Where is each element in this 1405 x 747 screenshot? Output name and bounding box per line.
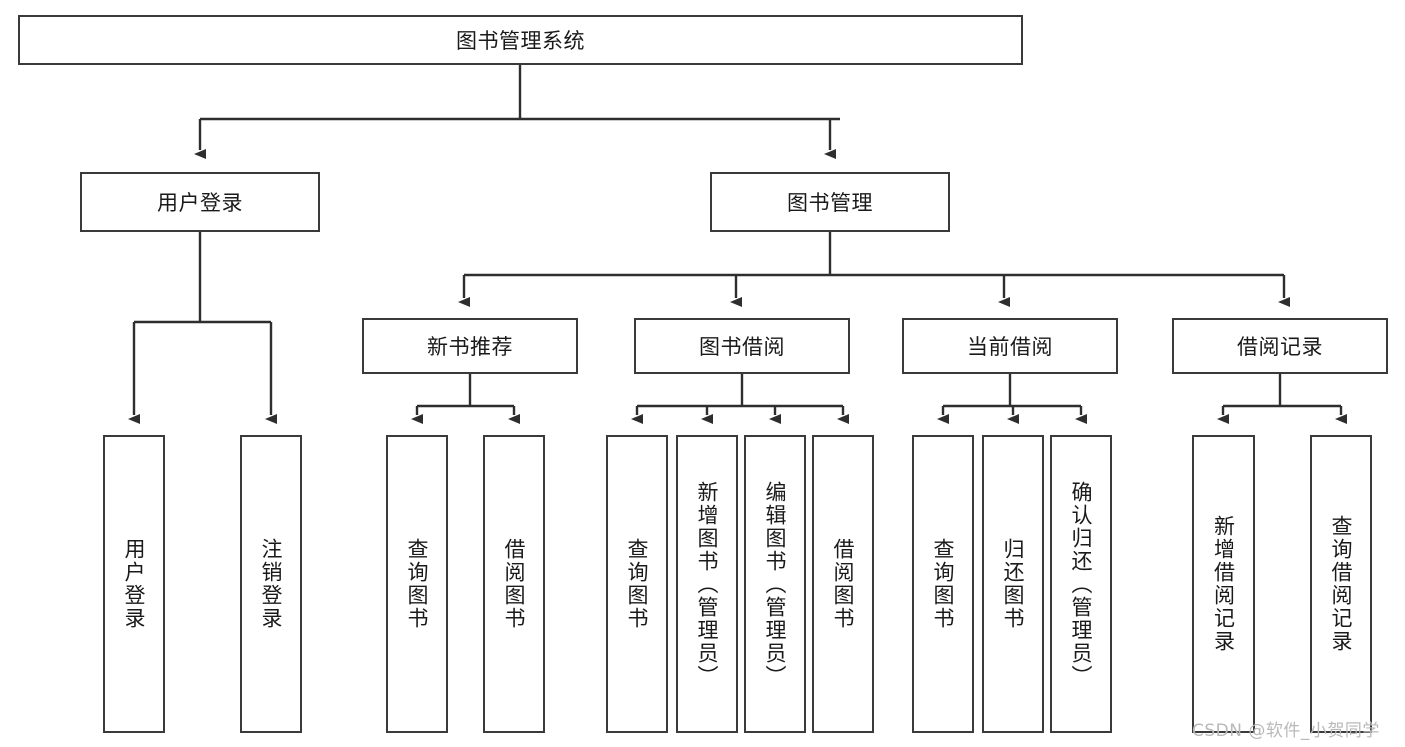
node-leaf-borrow-book-rec[interactable]: 借阅图书 xyxy=(483,435,545,733)
node-leaf-confirm-return-label: 确认归还（管理员） xyxy=(1069,480,1094,688)
node-leaf-user-logout[interactable]: 注销登录 xyxy=(240,435,302,733)
node-leaf-edit-book-label: 编辑图书（管理员） xyxy=(763,480,788,688)
node-book-manage[interactable]: 图书管理 xyxy=(710,172,950,232)
node-leaf-add-book-label: 新增图书（管理员） xyxy=(695,480,720,688)
node-current-borrow[interactable]: 当前借阅 xyxy=(902,318,1118,374)
node-user-login-label: 用户登录 xyxy=(157,191,243,215)
node-leaf-return-book[interactable]: 归还图书 xyxy=(982,435,1044,733)
node-leaf-user-logout-label: 注销登录 xyxy=(259,538,284,630)
node-leaf-add-record[interactable]: 新增借阅记录 xyxy=(1192,435,1255,733)
node-root[interactable]: 图书管理系统 xyxy=(18,15,1023,65)
node-leaf-query-book-cur[interactable]: 查询图书 xyxy=(912,435,974,733)
node-leaf-add-record-label: 新增借阅记录 xyxy=(1211,515,1236,653)
node-leaf-query-book-borrow[interactable]: 查询图书 xyxy=(606,435,668,733)
node-leaf-user-login-label: 用户登录 xyxy=(122,538,147,630)
watermark: CSDN @软件_小贺同学 xyxy=(1192,721,1380,741)
node-root-label: 图书管理系统 xyxy=(456,29,585,53)
node-book-manage-label: 图书管理 xyxy=(787,191,873,215)
node-leaf-add-book[interactable]: 新增图书（管理员） xyxy=(676,435,738,733)
node-leaf-query-book-cur-label: 查询图书 xyxy=(931,538,956,630)
node-leaf-user-login[interactable]: 用户登录 xyxy=(103,435,165,733)
node-leaf-borrow-book-rec-label: 借阅图书 xyxy=(502,538,527,630)
node-leaf-query-book-borrow-label: 查询图书 xyxy=(625,538,650,630)
node-leaf-edit-book[interactable]: 编辑图书（管理员） xyxy=(744,435,806,733)
node-leaf-query-record[interactable]: 查询借阅记录 xyxy=(1310,435,1372,733)
node-book-borrow-label: 图书借阅 xyxy=(699,335,785,359)
node-leaf-return-book-label: 归还图书 xyxy=(1001,538,1026,630)
node-leaf-query-record-label: 查询借阅记录 xyxy=(1329,515,1354,653)
node-book-borrow[interactable]: 图书借阅 xyxy=(634,318,850,374)
node-new-book-recommend[interactable]: 新书推荐 xyxy=(362,318,578,374)
node-new-book-recommend-label: 新书推荐 xyxy=(427,335,513,359)
node-leaf-borrow-book[interactable]: 借阅图书 xyxy=(812,435,874,733)
node-leaf-borrow-book-label: 借阅图书 xyxy=(831,538,856,630)
node-borrow-record-label: 借阅记录 xyxy=(1237,335,1323,359)
node-leaf-query-book-rec[interactable]: 查询图书 xyxy=(386,435,448,733)
node-leaf-query-book-rec-label: 查询图书 xyxy=(405,538,430,630)
node-current-borrow-label: 当前借阅 xyxy=(967,335,1053,359)
node-borrow-record[interactable]: 借阅记录 xyxy=(1172,318,1388,374)
node-leaf-confirm-return[interactable]: 确认归还（管理员） xyxy=(1050,435,1112,733)
node-user-login[interactable]: 用户登录 xyxy=(80,172,320,232)
